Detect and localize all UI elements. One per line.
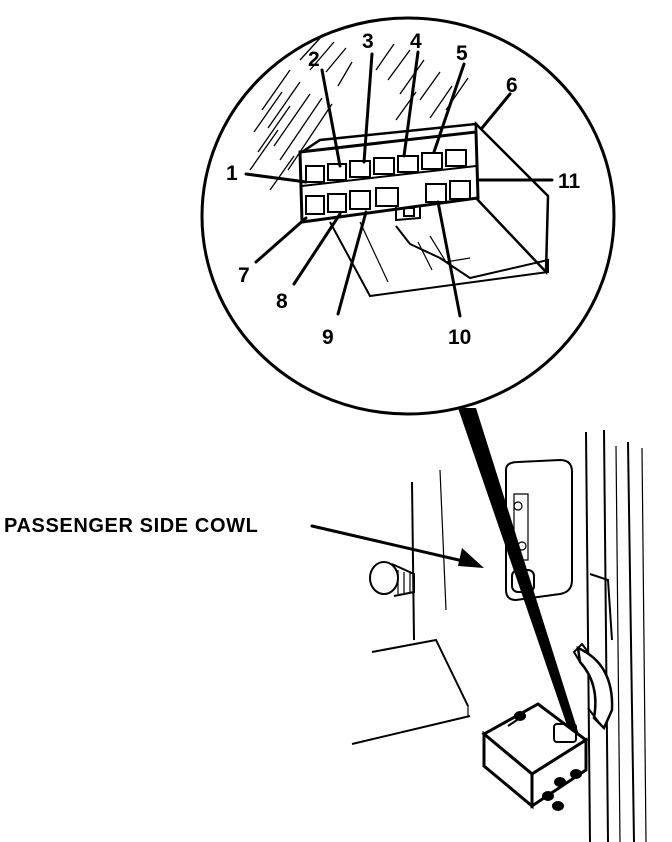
cavity-row-bottom [305,180,471,222]
hook-bracket [572,642,614,731]
leader-lines [244,50,554,318]
pin-label-4: 4 [410,30,422,53]
cavity-row-top [301,149,477,187]
pin-label-5: 5 [456,42,468,65]
cowl-panel [351,429,647,842]
bumper-knob [369,561,415,597]
pin-labels: 1 2 3 4 5 6 7 8 9 10 11 [226,30,581,349]
pin-label-7: 7 [238,264,250,287]
caption-arrow-head [458,548,484,568]
pin-label-6: 6 [506,74,518,97]
cowl-connector [481,702,589,811]
caption-group: PASSENGER SIDE COWL [4,515,484,568]
pin-label-1: 1 [226,162,238,185]
pin-label-10: 10 [448,326,471,349]
pin-label-8: 8 [276,290,288,313]
pin-label-3: 3 [362,30,374,53]
caption-arrow-shaft [310,524,478,566]
caption-passenger-side-cowl: PASSENGER SIDE COWL [4,515,258,537]
pin-label-9: 9 [322,326,334,349]
magnifier-pointer [458,408,580,740]
detail-circle: 1 2 3 4 5 6 7 8 9 10 11 [200,16,616,416]
connector-body [298,120,550,298]
pin-label-2: 2 [308,48,320,71]
shading-hatch [249,35,469,191]
pin-label-11: 11 [558,170,581,193]
